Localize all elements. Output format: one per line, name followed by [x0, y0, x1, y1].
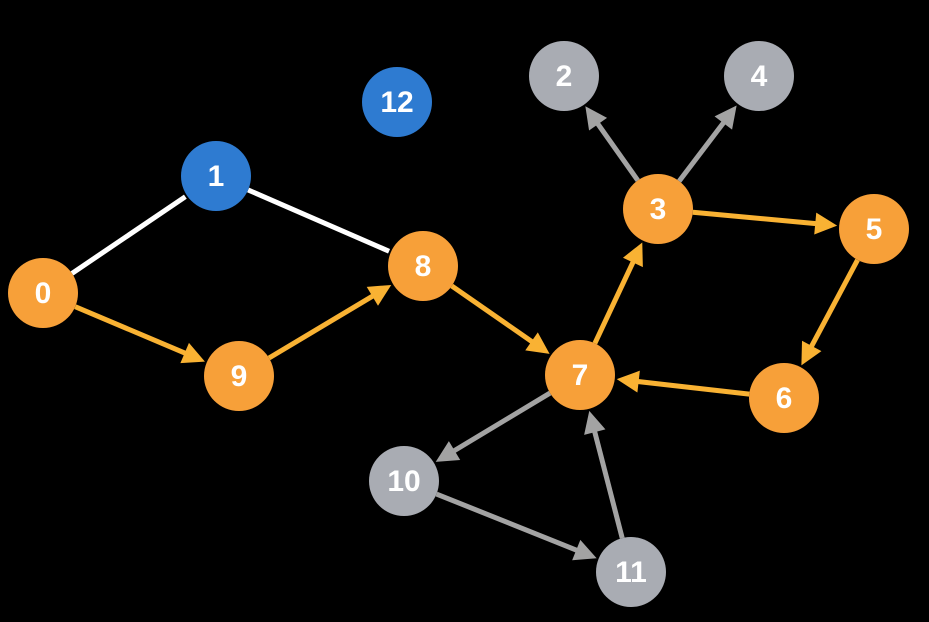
node-circle[interactable] [529, 41, 599, 111]
edge-line [267, 291, 379, 361]
node-label: 3 [650, 193, 667, 226]
node-label: 6 [776, 382, 793, 415]
edge-11-7 [584, 410, 625, 539]
edge-line [247, 187, 391, 254]
edge-0-1 [70, 194, 187, 276]
node-circle[interactable] [204, 341, 274, 411]
node-label: 10 [387, 465, 420, 498]
node-10[interactable]: 10 [369, 446, 439, 516]
node-12[interactable]: 12 [362, 67, 432, 137]
node-label: 1 [208, 160, 225, 193]
node-circle[interactable] [388, 231, 458, 301]
edge-0-9 [74, 304, 205, 364]
node-9[interactable]: 9 [204, 341, 274, 411]
node-circle[interactable] [369, 446, 439, 516]
edge-line [448, 390, 552, 456]
node-7[interactable]: 7 [545, 340, 615, 410]
edge-line [70, 194, 187, 276]
node-label: 9 [231, 360, 248, 393]
edge-line [632, 378, 750, 397]
node-circle[interactable] [724, 41, 794, 111]
edge-3-2 [585, 106, 640, 182]
node-4[interactable]: 4 [724, 41, 794, 111]
edge-line [590, 425, 625, 539]
edge-line [592, 255, 638, 345]
node-label: 2 [556, 60, 573, 93]
edge-line [592, 117, 640, 182]
edge-5-6 [801, 258, 860, 366]
arrowhead-icon [584, 410, 606, 435]
edge-7-3 [592, 242, 643, 345]
node-label: 12 [380, 86, 413, 119]
edge-line [435, 491, 583, 555]
arrowhead-icon [525, 332, 550, 354]
edge-6-7 [616, 370, 750, 397]
edge-7-10 [435, 390, 552, 462]
node-1[interactable]: 1 [181, 141, 251, 211]
edge-line [677, 116, 729, 183]
node-circle[interactable] [623, 174, 693, 244]
edge-line [806, 258, 860, 353]
edge-8-7 [450, 283, 550, 354]
arrowhead-icon [801, 340, 822, 366]
edge-10-11 [435, 491, 597, 561]
edge-9-8 [267, 284, 392, 361]
node-label: 0 [35, 277, 52, 310]
node-5[interactable]: 5 [839, 194, 909, 264]
edges-layer [70, 105, 860, 561]
node-11[interactable]: 11 [596, 537, 666, 607]
arrowhead-icon [435, 441, 461, 462]
node-circle[interactable] [596, 537, 666, 607]
edge-3-4 [677, 105, 737, 183]
node-circle[interactable] [839, 194, 909, 264]
node-circle[interactable] [362, 67, 432, 137]
node-circle[interactable] [8, 258, 78, 328]
node-circle[interactable] [545, 340, 615, 410]
node-label: 11 [615, 556, 647, 589]
node-0[interactable]: 0 [8, 258, 78, 328]
node-label: 4 [751, 60, 768, 93]
node-6[interactable]: 6 [749, 363, 819, 433]
node-3[interactable]: 3 [623, 174, 693, 244]
arrowhead-icon [366, 284, 392, 306]
arrowhead-icon [572, 539, 597, 561]
arrowhead-icon [585, 106, 608, 131]
node-label: 5 [866, 213, 883, 246]
node-label: 8 [415, 250, 432, 283]
node-label: 7 [572, 359, 589, 392]
edge-line [74, 304, 192, 358]
edge-line [450, 283, 538, 347]
arrowhead-icon [180, 342, 205, 364]
node-8[interactable]: 8 [388, 231, 458, 301]
arrowhead-icon [616, 370, 640, 393]
node-circle[interactable] [181, 141, 251, 211]
node-circle[interactable] [749, 363, 819, 433]
node-2[interactable]: 2 [529, 41, 599, 111]
arrowhead-icon [814, 212, 838, 235]
arrowhead-icon [714, 105, 737, 130]
edge-line [692, 209, 822, 227]
edge-1-8 [247, 187, 391, 254]
arrowhead-icon [622, 242, 643, 268]
edge-3-5 [692, 209, 838, 235]
